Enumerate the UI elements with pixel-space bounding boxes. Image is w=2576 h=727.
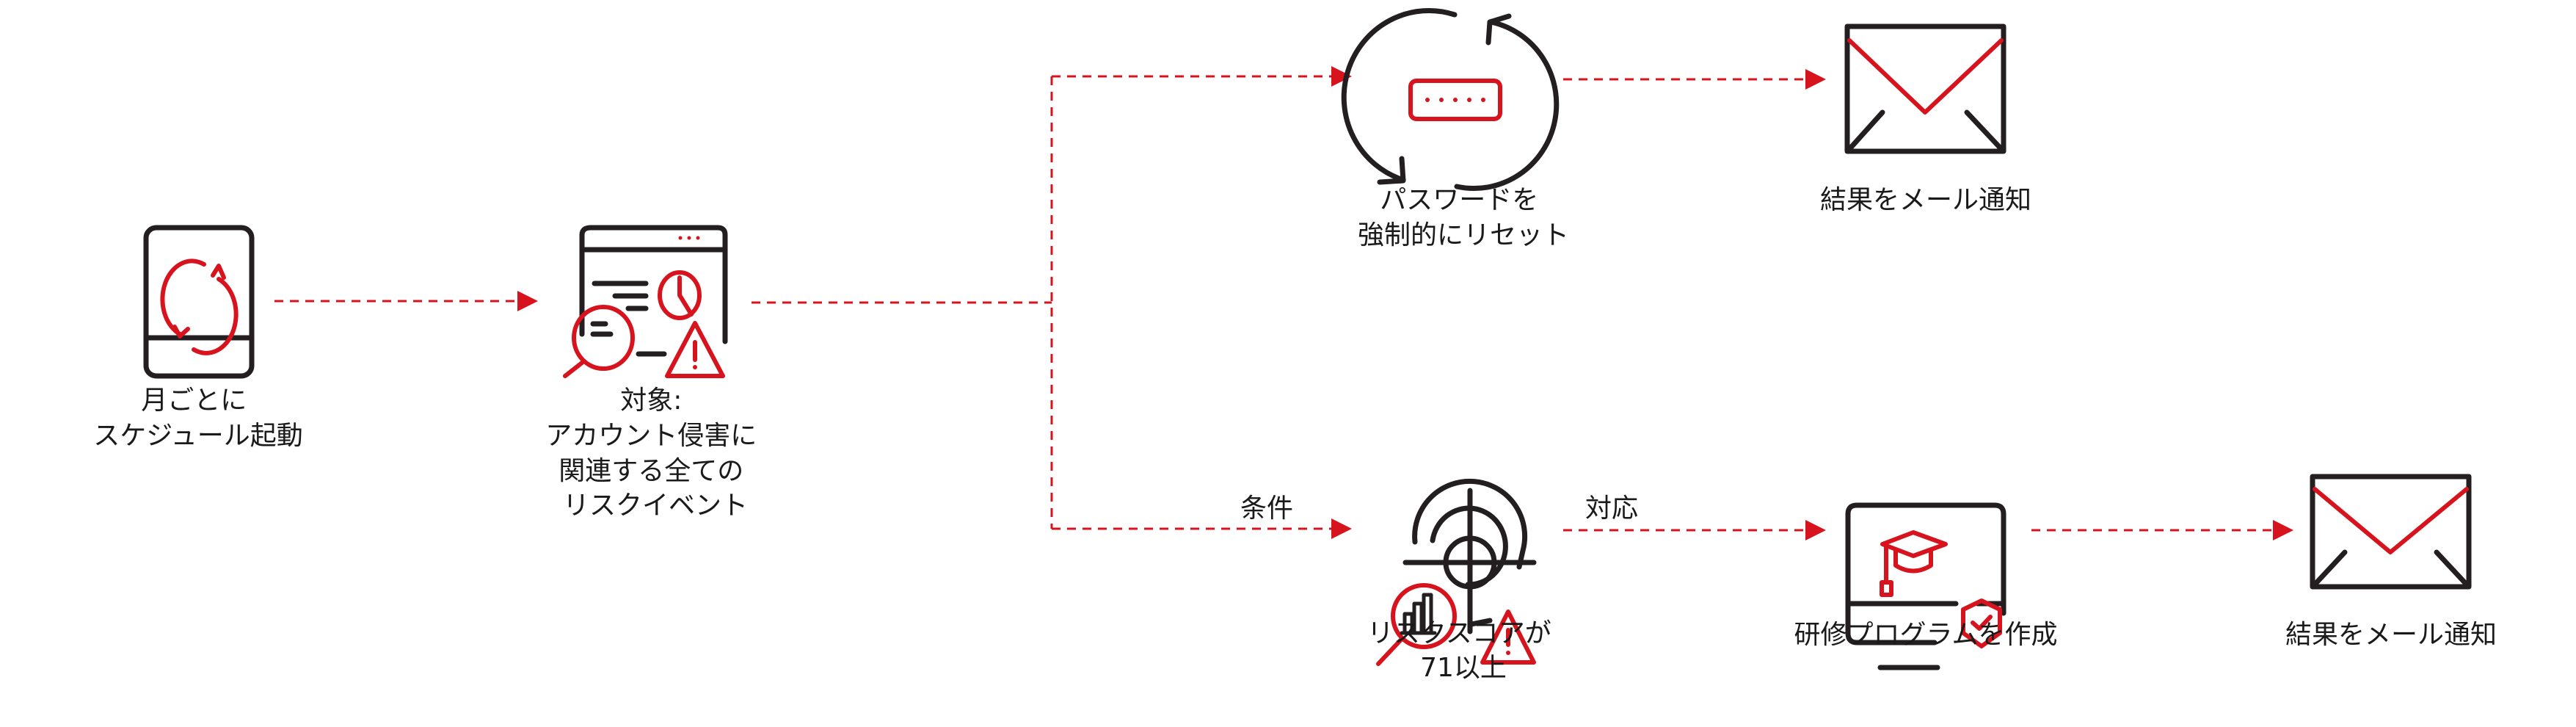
training-label: 研修プログラムを作成 xyxy=(1794,620,2058,650)
target-risk-icon xyxy=(1376,478,1537,666)
mail-icon xyxy=(1844,23,2006,154)
training-monitor-icon xyxy=(1845,502,2006,670)
connectors: 条件 対応 xyxy=(274,66,2293,540)
arrowhead xyxy=(1331,518,1352,539)
arrowhead xyxy=(1331,66,1352,87)
reset-label: パスワードを 強制的にリセット xyxy=(1358,185,1569,250)
dashboard-search-warning-icon xyxy=(563,225,728,378)
arrowhead xyxy=(2273,520,2293,540)
response-label: 対応 xyxy=(1585,493,1638,524)
notify-bottom-label: 結果をメール通知 xyxy=(2285,620,2497,650)
arrowhead xyxy=(1805,520,1826,540)
phone-sync-icon xyxy=(143,225,255,379)
password-reset-icon xyxy=(1341,7,1560,192)
risk-label: リスクスコアが 71以上 xyxy=(1367,618,1560,683)
condition-label: 条件 xyxy=(1240,493,1293,524)
trigger-label: 月ごとに スケジュール起動 xyxy=(93,386,302,451)
mail-icon xyxy=(2310,474,2472,590)
target-label: 対象: アカウント侵害に 関連する全ての リスクイベント xyxy=(545,386,765,521)
arrowhead xyxy=(1805,69,1826,90)
arrowhead xyxy=(517,291,538,311)
notify-top-label: 結果をメール通知 xyxy=(1820,185,2031,215)
